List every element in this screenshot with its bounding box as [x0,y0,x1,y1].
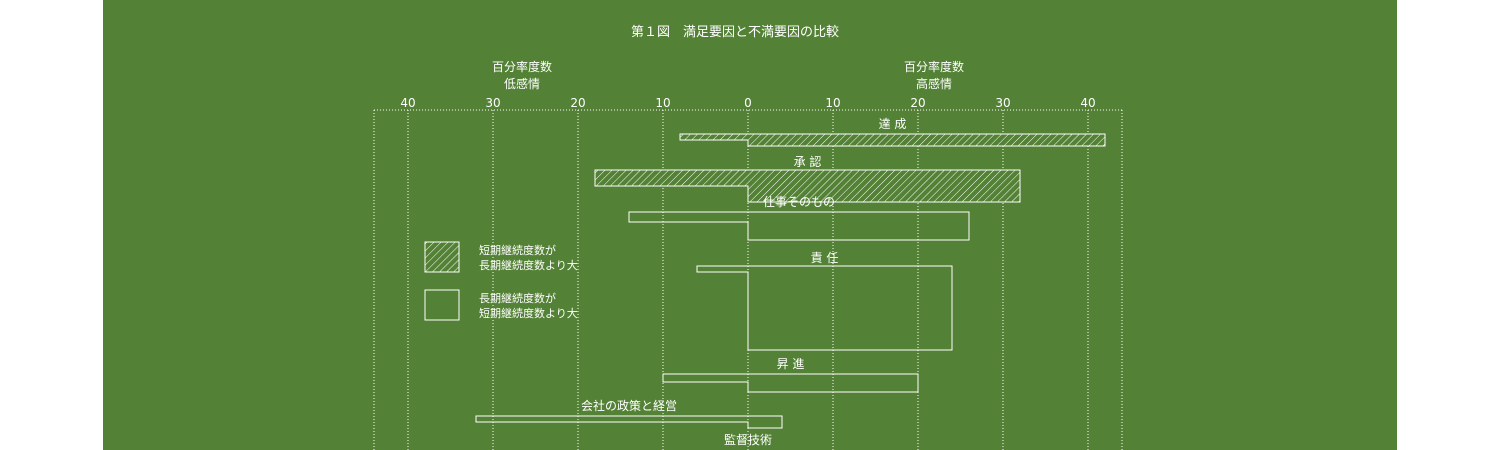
legend-hatched: 短期継続度数が 長期継続度数より大 [424,241,578,273]
legend-hatched-line2: 長期継続度数より大 [479,258,578,272]
tick-label: 10 [825,96,840,110]
category-label: 会社の政策と経営 [581,398,677,413]
category-label: 仕事そのもの [763,195,835,209]
category-label: 監督技術 [724,432,772,447]
category-label: 責 任 [811,251,839,265]
tick-label: 30 [995,96,1010,110]
bar-open [475,415,783,429]
legend-hatched-line1: 短期継続度数が [479,243,556,257]
tick-label: 20 [910,96,925,110]
chart-title: 第１図 満足要因と不満要因の比較 [631,25,839,40]
category-label: 達 成 [879,117,907,131]
legend-open: 長期継続度数が 短期継続度数より大 [424,289,578,321]
bar-open [696,265,953,351]
legend-hatched-swatch [424,241,460,273]
bar-hatched [679,133,1106,147]
comparison-chart: 第１図 満足要因と不満要因の比較 百分率度数 低感情 百分率度数 高感情 40 3… [373,25,1123,450]
tick-label: 30 [485,96,500,110]
chart-panel: 第１図 満足要因と不満要因の比較 百分率度数 低感情 百分率度数 高感情 40 3… [103,0,1397,450]
left-axis-label-line2: 低感情 [504,76,540,91]
legend-open-line2: 短期継続度数より大 [479,306,578,320]
bar-open [662,373,919,393]
right-axis-label-line1: 百分率度数 [904,59,964,74]
tick-label: 0 [744,96,752,110]
bar-hatched [594,169,1021,203]
category-label: 承 認 [794,154,822,169]
category-label: 昇 進 [777,357,805,371]
tick-labels: 40 30 20 10 0 10 20 30 40 [400,96,1095,110]
left-axis-label-line1: 百分率度数 [492,59,552,74]
tick-label: 40 [1080,96,1095,110]
right-axis-label-line2: 高感情 [916,76,952,91]
legend-open-swatch [424,289,460,321]
bar-open [628,211,970,241]
tick-label: 40 [400,96,415,110]
legend-open-line1: 長期継続度数が [479,291,556,305]
tick-label: 20 [570,96,585,110]
tick-label: 10 [655,96,670,110]
